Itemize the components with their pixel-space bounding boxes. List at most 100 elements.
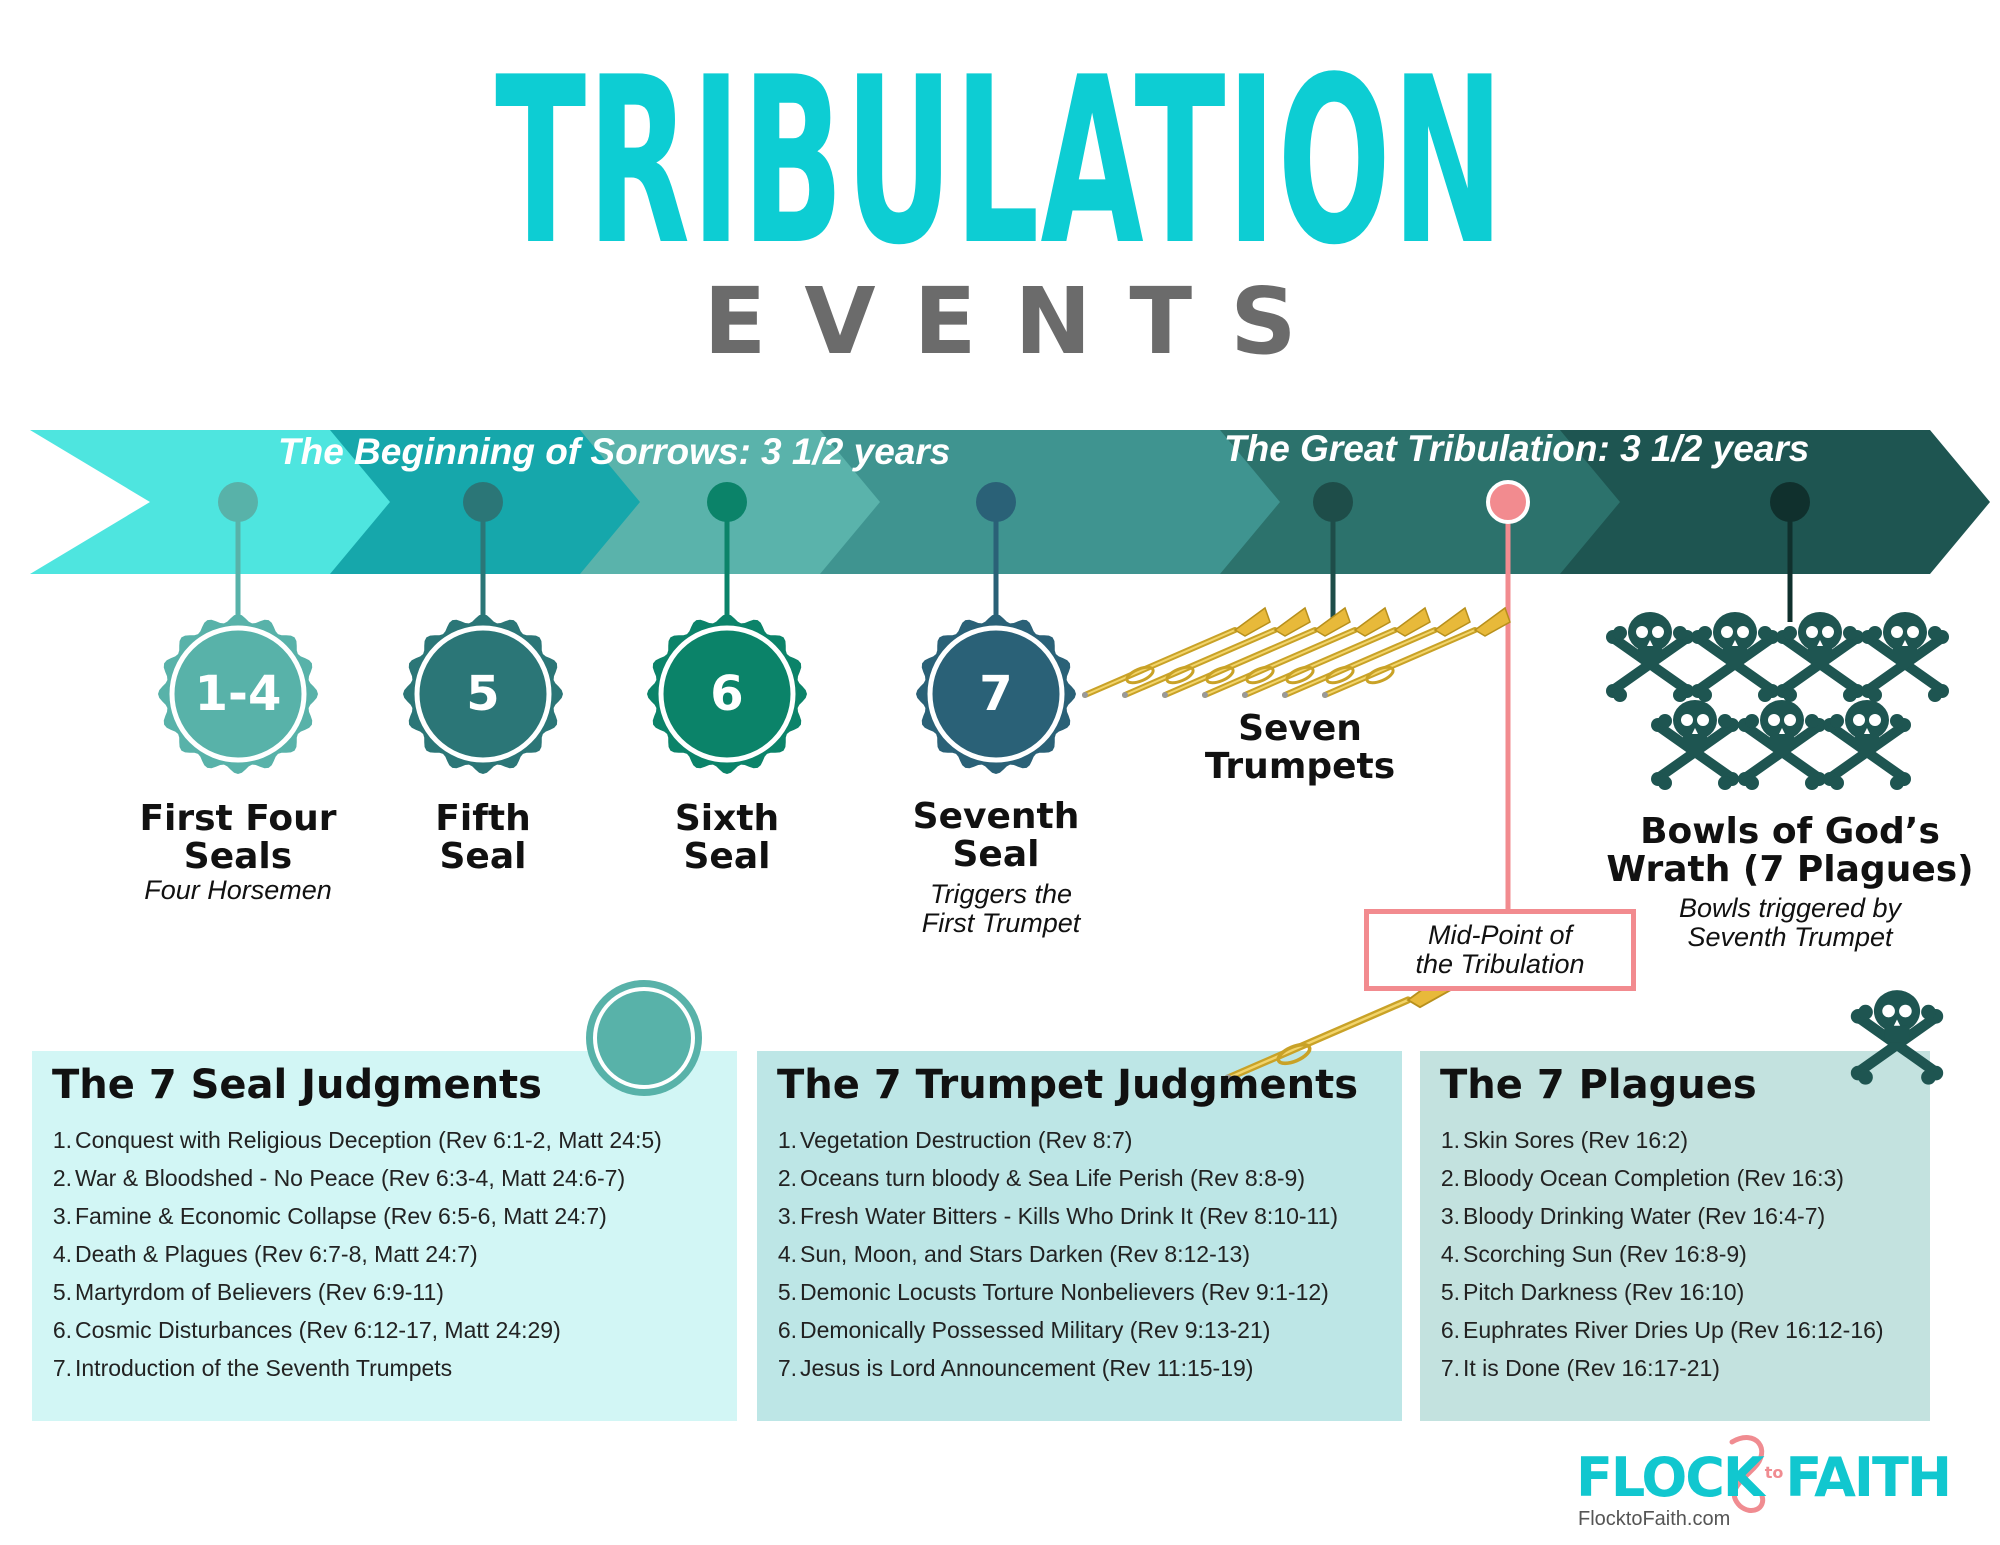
seal-decoration-icon: [586, 980, 702, 1096]
timeline-dot-5: [1313, 482, 1353, 522]
list-item-text: Oceans turn bloody & Sea Life Perish (Re…: [800, 1165, 1305, 1191]
plagues-box: The 7 Plagues 1.Skin Sores (Rev 16:2)2.B…: [1420, 1051, 1930, 1421]
node-title-fifth-seal: Fifth Seal: [435, 798, 531, 877]
list-item-text: War & Bloodshed - No Peace (Rev 6:3-4, M…: [75, 1165, 626, 1191]
list-item-text: Famine & Economic Collapse (Rev 6:5-6, M…: [75, 1203, 607, 1229]
list-item-text: Vegetation Destruction (Rev 8:7): [800, 1127, 1133, 1153]
seal-badge-label: 6: [710, 666, 744, 722]
node-title-seventh-seal: Seventh Seal: [912, 796, 1080, 875]
list-item-text: Fresh Water Bitters - Kills Who Drink It…: [800, 1203, 1339, 1229]
list-item: 4.Death & Plagues (Rev 6:7-8, Matt 24:7): [32, 1235, 662, 1273]
list-item: 4.Scorching Sun (Rev 16:8-9): [1420, 1235, 1884, 1273]
list-item-number: 4.: [777, 1241, 797, 1267]
list-item-text: Scorching Sun (Rev 16:8-9): [1463, 1241, 1747, 1267]
list-item-number: 6.: [52, 1317, 72, 1343]
seal-judgments-box: The 7 Seal Judgments 1.Conquest with Rel…: [32, 1051, 737, 1421]
list-item-text: Bloody Drinking Water (Rev 16:4-7): [1463, 1203, 1826, 1229]
list-item: 3.Bloody Drinking Water (Rev 16:4-7): [1420, 1197, 1884, 1235]
list-item: 2.Oceans turn bloody & Sea Life Perish (…: [757, 1159, 1338, 1197]
seal-badge-label: 7: [979, 666, 1013, 722]
list-item: 5.Martyrdom of Believers (Rev 6:9-11): [32, 1273, 662, 1311]
node-subtitle-triggers-first-trumpet: Triggers the First Trumpet: [921, 879, 1081, 938]
flamingo-icon: [1729, 1435, 1766, 1513]
seal-badge-label: 5: [466, 666, 500, 722]
list-item-text: Introduction of the Seventh Trumpets: [75, 1355, 453, 1381]
midpoint-label-box: Mid-Point of the Tribulation: [1364, 909, 1636, 991]
list-item-number: 5.: [52, 1279, 72, 1305]
trumpet-judgments-box: The 7 Trumpet Judgments 1.Vegetation Des…: [757, 1051, 1402, 1421]
arrow-segment-2: [270, 430, 640, 574]
seal-badge-6: 6: [639, 606, 815, 782]
list-item-number: 1.: [777, 1127, 797, 1153]
timeline-dot-7: [1770, 482, 1810, 522]
plague-box-bg: [1420, 1051, 1930, 1421]
list-item: 5.Pitch Darkness (Rev 16:10): [1420, 1273, 1884, 1311]
list-item-number: 5.: [1440, 1279, 1460, 1305]
list-item: 6.Cosmic Disturbances (Rev 6:12-17, Matt…: [32, 1311, 662, 1349]
trumpet-box-bg: [757, 1051, 1402, 1421]
seal-badge-7: 7: [908, 606, 1084, 782]
list-item-text: Martyrdom of Believers (Rev 6:9-11): [75, 1279, 444, 1305]
seal-judgments-list: 1.Conquest with Religious Deception (Rev…: [32, 1121, 662, 1387]
list-item: 6.Euphrates River Dries Up (Rev 16:12-16…: [1420, 1311, 1884, 1349]
list-item: 4.Sun, Moon, and Stars Darken (Rev 8:12-…: [757, 1235, 1338, 1273]
arrow-segment-1: [30, 430, 390, 574]
list-item-number: 1.: [1440, 1127, 1460, 1153]
list-item: 2.Bloody Ocean Completion (Rev 16:3): [1420, 1159, 1884, 1197]
list-item-number: 7.: [777, 1355, 797, 1381]
timeline-dot-2: [463, 482, 503, 522]
list-item-text: Sun, Moon, and Stars Darken (Rev 8:12-13…: [800, 1241, 1251, 1267]
list-item-number: 6.: [1440, 1317, 1460, 1343]
list-item-text: Demonically Possessed Military (Rev 9:13…: [800, 1317, 1271, 1343]
list-item: 3.Fresh Water Bitters - Kills Who Drink …: [757, 1197, 1338, 1235]
list-item: 1.Conquest with Religious Deception (Rev…: [32, 1121, 662, 1159]
plagues-heading: The 7 Plagues: [1440, 1062, 1757, 1108]
list-item-number: 3.: [52, 1203, 72, 1229]
list-item: 3.Famine & Economic Collapse (Rev 6:5-6,…: [32, 1197, 662, 1235]
trumpet-judgments-list: 1.Vegetation Destruction (Rev 8:7) 2.Ocea…: [757, 1121, 1338, 1387]
seal-badge-5: 5: [395, 606, 571, 782]
node-title-seven-trumpets: Seven Trumpets: [1204, 708, 1396, 787]
seal-badge-label: 1-4: [194, 666, 282, 722]
list-item-text: Death & Plagues (Rev 6:7-8, Matt 24:7): [75, 1241, 478, 1267]
list-item: 7.Introduction of the Seventh Trumpets: [32, 1349, 662, 1387]
node-title-bowls-of-wrath: Bowls of God’s Wrath (7 Plagues): [1606, 811, 1974, 890]
trumpet-judgments-heading: The 7 Trumpet Judgments: [777, 1062, 1358, 1108]
seal-judgments-heading: The 7 Seal Judgments: [52, 1062, 542, 1108]
list-item: 7.Jesus is Lord Announcement (Rev 11:15-…: [757, 1349, 1338, 1387]
list-item: 2.War & Bloodshed - No Peace (Rev 6:3-4,…: [32, 1159, 662, 1197]
list-item-number: 7.: [1440, 1355, 1460, 1381]
seal-box-bg: [32, 1051, 737, 1421]
list-item-text: Pitch Darkness (Rev 16:10): [1463, 1279, 1745, 1305]
phase-label-great: The Great Tribulation: 3 1/2 years: [1224, 428, 1810, 469]
list-item-text: It is Done (Rev 16:17-21): [1463, 1355, 1720, 1381]
list-item-text: Conquest with Religious Deception (Rev 6…: [75, 1127, 662, 1153]
arrow-segment-5: [1160, 430, 1620, 574]
list-item-number: 1.: [52, 1127, 72, 1153]
list-item-number: 2.: [1440, 1165, 1460, 1191]
list-item: 7.It is Done (Rev 16:17-21): [1420, 1349, 1884, 1387]
list-item: 6.Demonically Possessed Military (Rev 9:…: [757, 1311, 1338, 1349]
skull-crossbones-icon-group: [1606, 612, 1949, 790]
list-item: 1.Skin Sores (Rev 16:2): [1420, 1121, 1884, 1159]
page-title: TRIBULATION: [495, 29, 1505, 296]
trumpet-icon-group: [1082, 608, 1510, 698]
list-item-number: 3.: [777, 1203, 797, 1229]
list-item-number: 7.: [52, 1355, 72, 1381]
arrow-segment-6: [1500, 430, 1990, 574]
list-item-number: 4.: [52, 1241, 72, 1267]
plagues-list: 1.Skin Sores (Rev 16:2)2.Bloody Ocean Co…: [1420, 1121, 1884, 1387]
list-item-number: 3.: [1440, 1203, 1460, 1229]
node-title-first-four-seals: First Four Seals: [139, 798, 337, 877]
list-item-text: Jesus is Lord Announcement (Rev 11:15-19…: [800, 1355, 1254, 1381]
node-subtitle-bowls-triggered: Bowls triggered by Seventh Trumpet: [1678, 893, 1902, 952]
node-subtitle-four-horsemen: Four Horsemen: [144, 875, 332, 905]
list-item-text: Demonic Locusts Torture Nonbelievers (Re…: [800, 1279, 1329, 1305]
list-item-number: 4.: [1440, 1241, 1460, 1267]
list-item-number: 5.: [777, 1279, 797, 1305]
logo-url: FlocktoFaith.com: [1578, 1508, 1731, 1530]
list-item: 5.Demonic Locusts Torture Nonbelievers (…: [757, 1273, 1338, 1311]
seal-badge-1-4: 1-4: [150, 606, 326, 782]
